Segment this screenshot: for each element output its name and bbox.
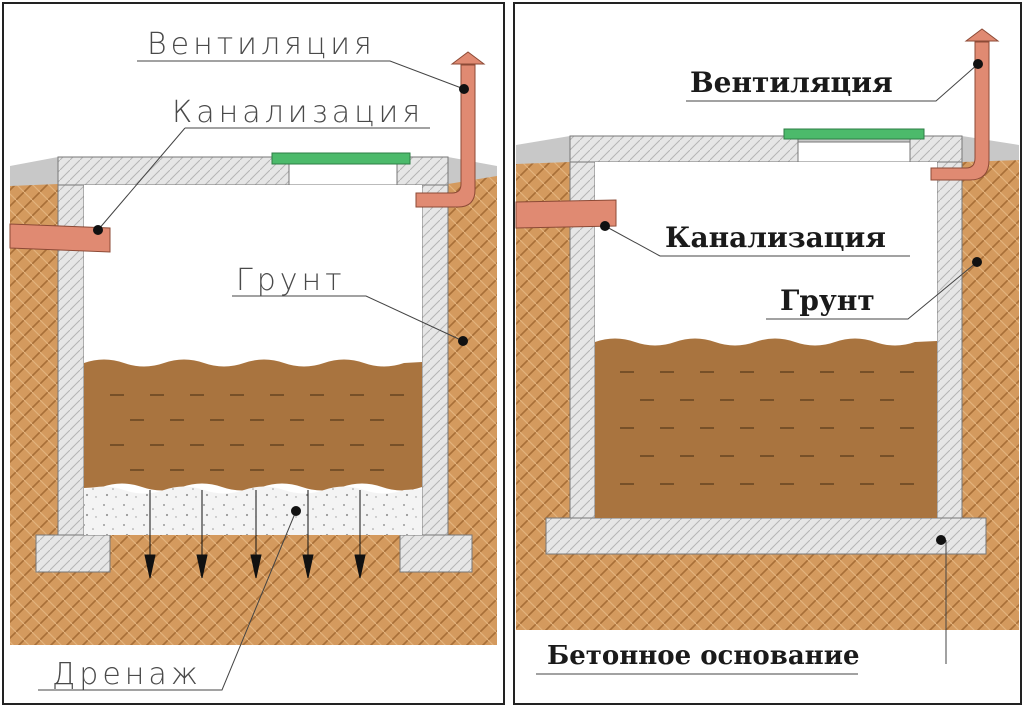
left-sewage-pipe bbox=[9, 223, 111, 253]
dot-base-r bbox=[936, 535, 946, 545]
dot-sewage-r bbox=[600, 221, 610, 231]
left-sludge-layer bbox=[84, 359, 422, 491]
dot-ventilation-r bbox=[973, 59, 983, 69]
right-wall-right bbox=[936, 161, 963, 519]
label-concrete-base: Бетонное основание bbox=[547, 641, 860, 671]
label-ventilation: Вентиляция bbox=[147, 27, 376, 62]
label-soil: Грунт bbox=[236, 263, 346, 298]
right-leader-dots bbox=[600, 59, 983, 545]
drain-arrow-4 bbox=[302, 490, 314, 579]
left-footing-left bbox=[35, 534, 111, 573]
left-footing-right bbox=[399, 534, 473, 573]
dot-sewage bbox=[93, 225, 103, 235]
right-cover-slab-right bbox=[909, 135, 963, 163]
drain-arrow-2 bbox=[196, 490, 208, 579]
label-soil-r: Грунт bbox=[780, 284, 875, 317]
left-sludge-dashes bbox=[110, 394, 404, 471]
left-cover-slab-right bbox=[396, 156, 449, 186]
right-hatch-lid bbox=[783, 128, 925, 140]
leader-ventilation-r bbox=[686, 63, 979, 102]
label-sewage: Канализация bbox=[172, 95, 424, 130]
leader-drainage bbox=[38, 510, 297, 691]
leader-ventilation bbox=[137, 60, 465, 90]
right-concrete-base bbox=[545, 517, 987, 555]
label-sewage-r: Канализация bbox=[665, 221, 886, 254]
right-vent-pipe bbox=[930, 41, 990, 181]
label-ventilation-r: Вентиляция bbox=[690, 66, 893, 99]
leader-sewage-r bbox=[604, 225, 910, 257]
right-sludge-dashes bbox=[620, 371, 914, 485]
right-sludge-layer bbox=[595, 338, 937, 518]
right-hatch-opening bbox=[797, 141, 911, 163]
label-drainage: Дренаж bbox=[52, 657, 202, 692]
drain-arrows bbox=[144, 490, 366, 579]
left-hatch-lid bbox=[271, 152, 411, 165]
right-sewage-pipe bbox=[515, 199, 617, 229]
dot-soil bbox=[458, 336, 468, 346]
left-leader-lines bbox=[38, 60, 465, 691]
left-drainage-bed bbox=[84, 486, 422, 535]
left-cover-slab bbox=[57, 156, 290, 186]
dot-ventilation bbox=[459, 84, 469, 94]
drain-arrow-5 bbox=[354, 490, 366, 579]
right-vent-cap bbox=[964, 28, 1000, 42]
right-cover-slab bbox=[569, 135, 799, 163]
left-leader-dots bbox=[93, 84, 469, 516]
right-leader-lines bbox=[536, 63, 979, 675]
drain-arrow-1 bbox=[144, 490, 156, 579]
leader-base-r bbox=[536, 540, 947, 675]
dot-drainage bbox=[291, 506, 301, 516]
right-panel: Вентиляция Канализация Грунт Бетонное ос… bbox=[513, 2, 1022, 705]
left-wall-right bbox=[421, 184, 449, 536]
leader-sewage bbox=[97, 127, 430, 231]
left-vent-pipe bbox=[415, 64, 476, 208]
dot-soil-r bbox=[972, 257, 982, 267]
left-vent-cap bbox=[450, 51, 486, 65]
left-panel: Вентиляция Канализация Грунт Дренаж bbox=[2, 2, 505, 705]
leader-soil-r bbox=[766, 261, 978, 320]
left-hatch-opening bbox=[288, 163, 398, 186]
leader-soil bbox=[232, 295, 464, 342]
drain-arrow-3 bbox=[250, 490, 262, 579]
